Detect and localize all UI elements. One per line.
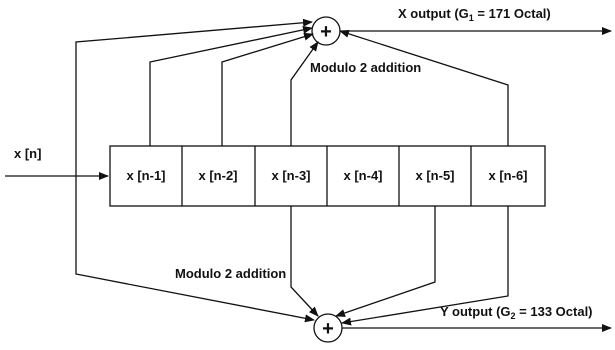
bottom-adder: + [313, 313, 343, 343]
register-cell-2: x [n-2] [199, 168, 238, 183]
top-tap-cell-2 [221, 32, 314, 146]
bottom-tap-cell-5 [335, 206, 436, 317]
register-cell-3: x [n-3] [272, 168, 311, 183]
shift-register: x [n-1] x [n-2] x [n-3] x [n-4] x [n-5] … [109, 145, 546, 207]
bottom-tap-cell-6 [341, 206, 509, 326]
top-tap-cell-6 [339, 29, 509, 146]
top-modulo-label: Modulo 2 addition [310, 60, 421, 75]
bottom-tap-input [75, 176, 315, 323]
bottom-adder-plus-icon: + [322, 318, 334, 340]
input-label: x [n] [14, 146, 41, 161]
bottom-modulo-label: Modulo 2 addition [175, 266, 286, 281]
bottom-output-label: Y output (G2 = 133 Octal) [440, 304, 593, 321]
top-tap-input [75, 18, 313, 176]
top-output-label: X output (G1 = 171 Octal) [398, 6, 551, 23]
top-tap-cell-3 [290, 41, 319, 146]
bottom-tap-cell-3 [290, 206, 319, 317]
register-cell-4: x [n-4] [344, 168, 383, 183]
register-cell-5: x [n-5] [416, 168, 455, 183]
register-cell-6: x [n-6] [489, 168, 528, 183]
register-cell-1: x [n-1] [127, 168, 166, 183]
top-adder-plus-icon: + [320, 21, 332, 43]
top-tap-cell-1 [149, 25, 313, 146]
top-adder: + [311, 16, 341, 46]
